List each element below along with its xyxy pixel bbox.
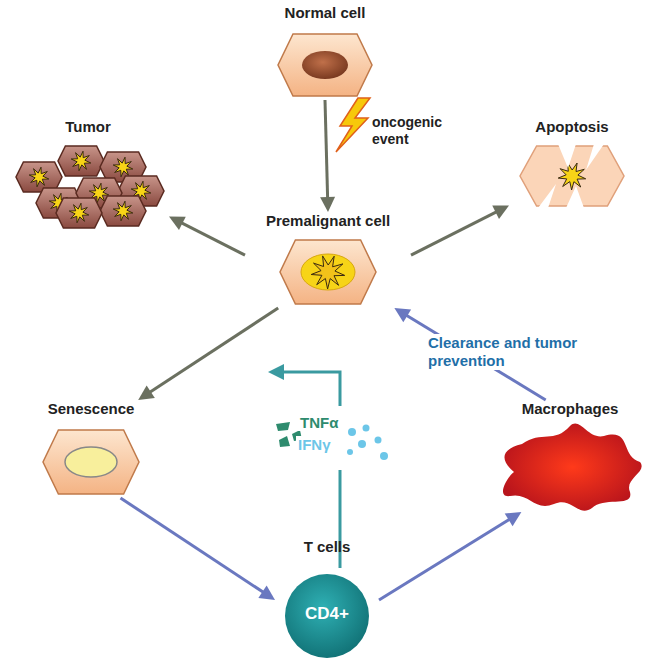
node-heading: Premalignant cell — [245, 212, 411, 229]
flow-arrow — [379, 512, 521, 600]
node-heading: Apoptosis — [509, 118, 635, 135]
node-heading: Tumor — [7, 118, 169, 135]
cytokine-label: IFNγ — [296, 436, 333, 453]
ifn-molecules — [347, 425, 388, 461]
node-heading: Senescence — [32, 400, 150, 417]
premalignant-cell: Premalignant cell — [245, 212, 411, 308]
node-heading: Macrophages — [489, 400, 651, 417]
flow-arrow — [138, 308, 278, 400]
node-heading: Normal cell — [259, 4, 391, 21]
cytokine-label: TNFα — [298, 414, 340, 431]
flow-arrow — [169, 217, 245, 256]
senescent-cell: Senescence — [32, 400, 150, 498]
tumor-cluster: Tumor — [7, 118, 169, 230]
flow-arrow — [411, 205, 509, 255]
normal-cell: Normal cell — [259, 4, 391, 100]
t-cell: T cellsCD4+ — [275, 538, 379, 662]
flow-arrow — [121, 498, 276, 600]
cell-marker: CD4+ — [275, 604, 379, 624]
node-heading: T cells — [275, 538, 379, 555]
apoptotic-cell: Apoptosis — [509, 118, 635, 210]
macrophage: Macrophages — [489, 400, 651, 512]
tnf-arrowhead — [268, 364, 284, 380]
flow-arrow — [320, 100, 335, 212]
edge-label: oncogenic event — [372, 114, 456, 148]
t-cell-shape — [275, 538, 379, 662]
lightning-bolt — [336, 98, 370, 152]
edge-label: Clearance and tumor prevention — [428, 334, 606, 370]
